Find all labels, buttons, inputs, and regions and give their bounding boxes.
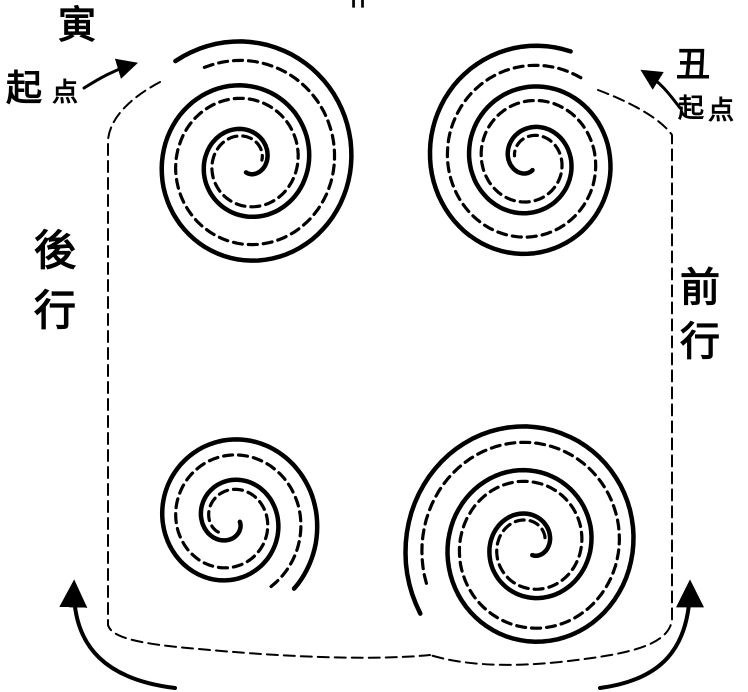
yin-char-label: 寅 xyxy=(58,6,96,44)
lower-left-curve-arrow xyxy=(74,585,175,688)
spiral-upper-left-solid xyxy=(162,41,352,260)
spiral-upper-right-solid xyxy=(430,46,611,254)
yin-start-label-a: 起 xyxy=(6,70,42,106)
front-route-line xyxy=(430,90,672,665)
spiral-upper-left xyxy=(162,41,352,260)
front-label-a: 前 xyxy=(680,268,720,308)
spiral-upper-right xyxy=(430,46,611,254)
front-label-b: 行 xyxy=(680,322,720,362)
yin-start-arrow xyxy=(84,64,134,88)
spiral-lower-right-solid xyxy=(406,426,634,641)
back-label-b: 行 xyxy=(34,290,76,332)
back-label-a: 後 xyxy=(34,230,76,272)
back-route-line xyxy=(108,82,430,658)
top-char-label: 卄 xyxy=(345,0,371,10)
chou-start-label-b: 点 xyxy=(708,98,734,124)
chou-char-label: 丑 xyxy=(676,48,710,82)
chou-start-label-a: 起 xyxy=(678,96,704,122)
spiral-lower-left xyxy=(162,439,317,588)
chou-start-arrow xyxy=(644,72,680,108)
spiral-lower-right xyxy=(406,426,634,641)
yin-start-label-b: 点 xyxy=(52,80,78,106)
